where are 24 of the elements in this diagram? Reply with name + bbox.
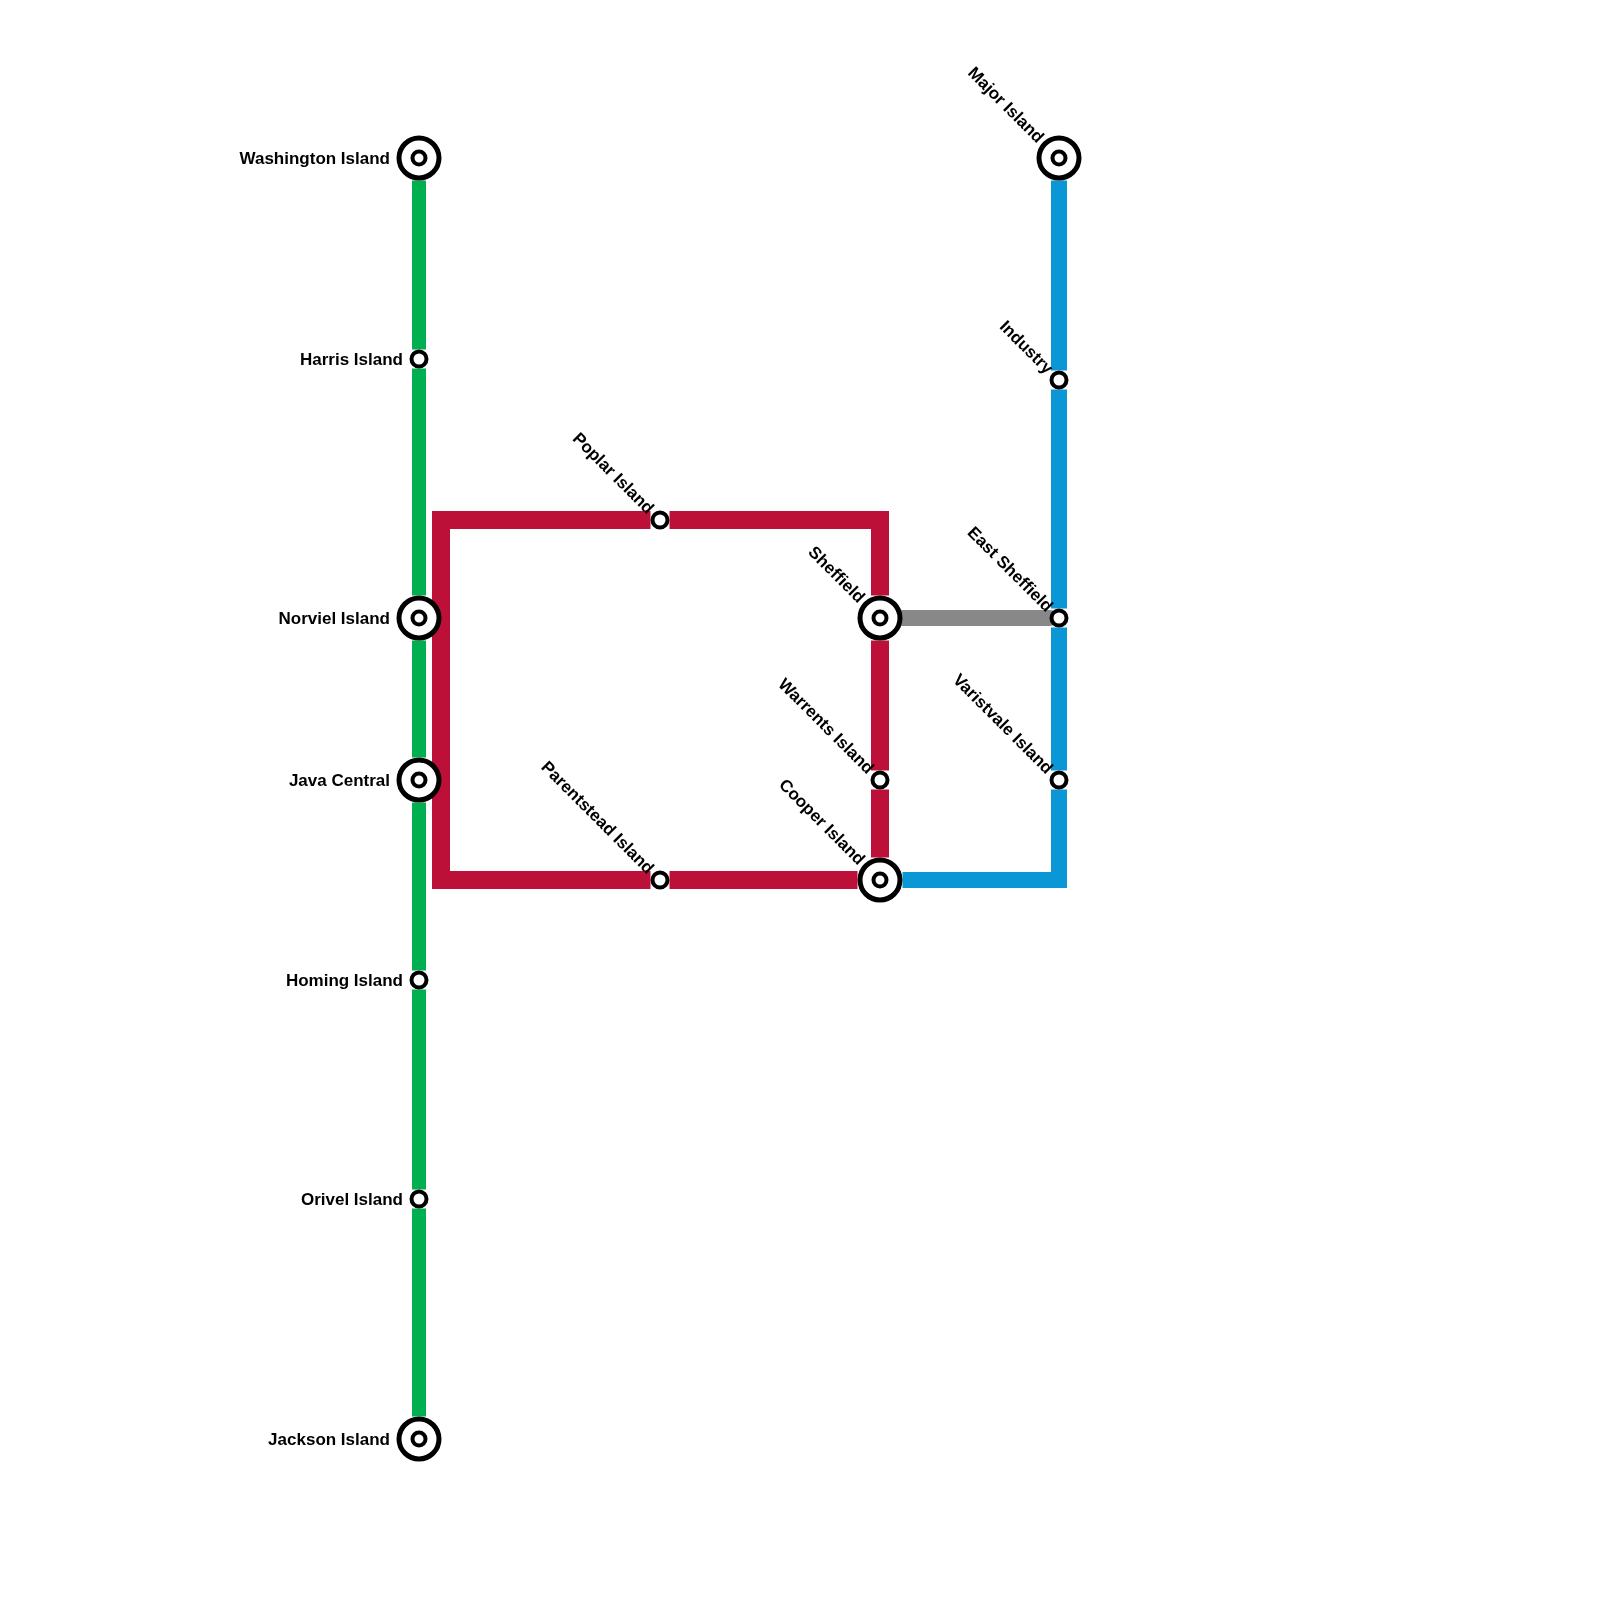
rail-line	[432, 618, 450, 780]
station-label: Jackson Island	[268, 1430, 390, 1448]
rail-line	[412, 802, 426, 971]
rail-line	[412, 368, 426, 596]
rail-line	[412, 989, 426, 1190]
rail-line	[669, 511, 889, 596]
rail-line	[412, 180, 426, 350]
rail-line	[432, 780, 651, 889]
rail-line	[902, 789, 1067, 888]
rail-line	[432, 511, 651, 618]
rail-line	[871, 640, 889, 771]
rail-line	[412, 640, 426, 758]
rail-line	[1051, 627, 1067, 771]
station-label: Orivel Island	[300, 1190, 403, 1208]
rail-line	[871, 789, 889, 858]
station-label: Washington Island	[239, 149, 390, 167]
station-label: Homing Island	[285, 971, 403, 989]
rail-line	[1051, 180, 1067, 371]
station-label: Java Central	[288, 771, 390, 789]
station-label: Harris Island	[300, 350, 403, 368]
rail-line	[412, 1208, 426, 1417]
rail-line	[669, 871, 858, 889]
station-label: Norviel Island	[278, 609, 390, 627]
rail-line	[1051, 389, 1067, 609]
